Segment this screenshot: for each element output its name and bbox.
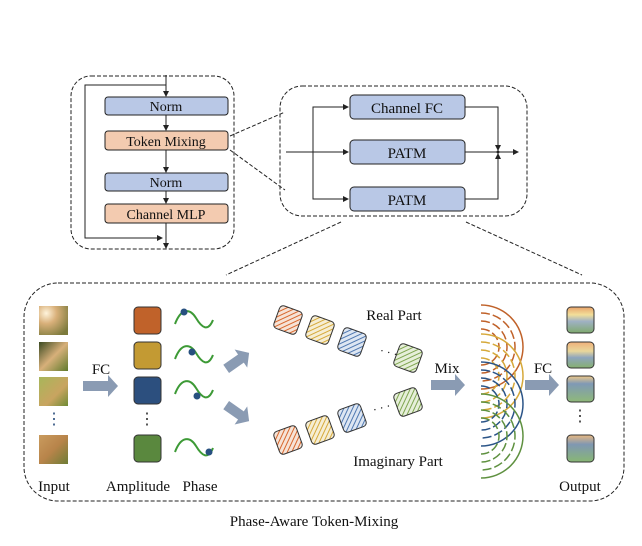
output-ellipsis: ⋮ [572, 408, 588, 425]
output-token-4 [566, 434, 595, 463]
real-token-2 [305, 315, 335, 345]
imag-ellipsis: · · · [371, 399, 392, 417]
phase-dot-3 [193, 392, 201, 400]
imag-token-1 [273, 425, 303, 455]
patm-detail-diagram: ⋮ Input FC ⋮ Amplitude Phase [23, 282, 625, 502]
imag-token-4 [393, 387, 423, 417]
norm-box-2 [104, 172, 229, 192]
phase-wave-3 [174, 380, 214, 399]
real-token-1 [273, 305, 303, 335]
zoom-connector [229, 149, 286, 191]
arrow-to-real [223, 349, 250, 373]
channel-mlp-box [104, 203, 229, 224]
output-token-1 [566, 306, 595, 334]
phase-dot-4 [205, 448, 213, 456]
fc-arrow-1 [83, 375, 118, 397]
norm-box-1 [104, 96, 229, 116]
real-part-label: Real Part [366, 308, 422, 324]
flow-arrow [465, 106, 501, 151]
mix-arrow [431, 374, 465, 396]
flow-arrow [312, 104, 349, 152]
channel-mlp-label: Channel MLP [127, 208, 206, 223]
output-token-2 [566, 341, 595, 369]
norm-label-1: Norm [150, 100, 183, 115]
input-tokens: ⋮ [39, 306, 68, 464]
token-mixer-diagram: Channel FC PATM PATM [279, 85, 528, 217]
amplitude-token-1 [133, 306, 162, 335]
flow-arrow [312, 152, 349, 202]
norm-label-2: Norm [150, 176, 183, 191]
arrow-to-imaginary [223, 401, 250, 425]
imag-token-3 [337, 403, 367, 433]
real-token-4 [393, 343, 423, 373]
output-tokens: ⋮ [566, 306, 595, 463]
input-ellipsis: ⋮ [46, 411, 62, 428]
amplitude-label: Amplitude [106, 479, 171, 495]
real-ellipsis: · · · [378, 343, 399, 361]
patm-label-2: PATM [388, 193, 427, 209]
fc-arrow-2 [525, 374, 559, 396]
phase-waves [174, 310, 214, 457]
imaginary-part-label: Imaginary Part [353, 454, 443, 470]
real-token-3 [337, 327, 367, 357]
real-part-tokens [273, 305, 423, 373]
block-diagram: Norm Token Mixing Norm Channel MLP [70, 75, 235, 250]
phase-wave-2 [174, 345, 214, 364]
phase-label: Phase [183, 479, 218, 495]
phase-dot-2 [188, 348, 196, 356]
token-mixer-container [279, 85, 528, 217]
phase-dot-1 [180, 308, 188, 316]
token-mixing-box [104, 130, 229, 151]
channel-fc-label: Channel FC [371, 101, 443, 117]
output-label: Output [559, 479, 602, 495]
input-image-2 [39, 342, 68, 371]
zoom-connector [229, 111, 286, 137]
patm-label-1: PATM [388, 146, 427, 162]
input-label: Input [38, 479, 70, 495]
block-container [70, 75, 235, 250]
amplitude-token-4 [133, 434, 162, 463]
wave-interference [480, 304, 524, 479]
fc-label-2: FC [534, 361, 552, 377]
patm-container [23, 282, 625, 502]
token-mixing-label: Token Mixing [126, 135, 206, 150]
input-image-3 [39, 377, 68, 406]
amplitude-tokens: ⋮ [133, 306, 162, 463]
amplitude-token-3 [133, 376, 162, 405]
zoom-connector [225, 221, 342, 276]
imaginary-part-tokens [273, 387, 423, 455]
phase-wave-1 [174, 310, 214, 329]
output-token-3 [566, 375, 595, 403]
imag-token-2 [305, 415, 335, 445]
fc-label-1: FC [92, 362, 110, 378]
amplitude-ellipsis: ⋮ [139, 411, 155, 428]
input-image-4 [39, 435, 68, 464]
sum-node [496, 150, 500, 154]
input-image-1 [39, 306, 68, 335]
skip-connection [84, 84, 166, 241]
amplitude-token-2 [133, 341, 162, 370]
zoom-connector [465, 221, 583, 276]
flow-arrow [465, 153, 501, 200]
figure-caption: Phase-Aware Token-Mixing [230, 514, 399, 530]
mix-label: Mix [434, 361, 460, 377]
